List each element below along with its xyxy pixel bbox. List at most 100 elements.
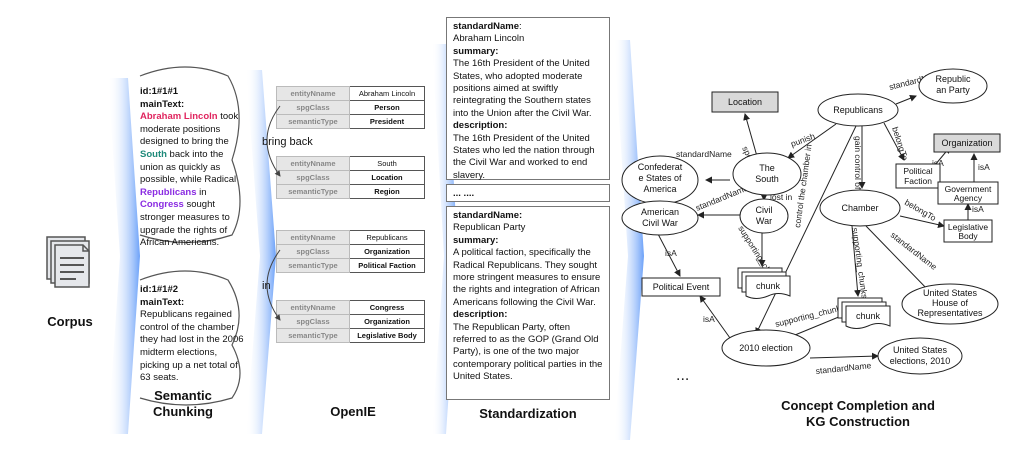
edge-chamber-standardname xyxy=(865,225,931,293)
edge-election-standardname xyxy=(809,352,879,360)
edge-label-lost-in: lost in xyxy=(770,192,792,202)
chunk-1-span: took moderate positions designed to brin… xyxy=(140,111,239,148)
node-republicans-label: Republicans xyxy=(833,105,883,115)
chevron-arrow-1 xyxy=(108,78,140,434)
node-chamber xyxy=(819,189,901,227)
standardized-entity-lincoln: standardName: Abraham Lincoln summary: T… xyxy=(446,17,610,181)
chunk-1-span: sought stronger measures to upgrade the … xyxy=(140,199,230,249)
std-summary: A political faction, specifically the Ra… xyxy=(453,247,601,308)
edge-label-belongto: belongTo xyxy=(903,197,938,223)
node-political-faction xyxy=(895,163,941,189)
edge-republicans-punish-south xyxy=(787,123,837,159)
edge-chamber-belongto xyxy=(899,215,945,229)
chunk-2-id: id:1#1#2 xyxy=(140,284,179,295)
key-semantic-type: semanticType xyxy=(276,258,350,273)
stage-label-line: Chunking xyxy=(153,404,213,419)
node-organization-label: Organization xyxy=(941,138,992,148)
node-label-line: Representatives xyxy=(917,308,983,318)
std-key-name: standardName: xyxy=(453,210,523,221)
kg-ellipsis: ... xyxy=(676,367,689,384)
edge-label-isa: isA xyxy=(932,158,944,168)
node-american-civil-war xyxy=(621,200,699,236)
edge-label-isa: isA xyxy=(703,314,715,324)
edge-label-isa: isA xyxy=(665,248,677,258)
node-label-line: United States xyxy=(923,288,978,298)
edge-republicans-belongto xyxy=(883,122,905,161)
stage-label-line: KG Construction xyxy=(806,414,910,429)
edge-republicans-standardname xyxy=(895,94,917,105)
node-label-line: an Party xyxy=(936,85,970,95)
node-label-line: Civil xyxy=(756,205,773,215)
key-spg-class: spgClass xyxy=(276,170,350,185)
node-label-line: War xyxy=(756,216,772,226)
node-republican-party xyxy=(918,68,988,104)
node-label-line: Body xyxy=(958,231,978,241)
edge-republicans-control-chamber xyxy=(755,125,857,335)
edge-label-isa: isA xyxy=(978,162,990,172)
node-label-line: America xyxy=(643,184,676,194)
node-label-line: American xyxy=(641,207,679,217)
key-semantic-type: semanticType xyxy=(276,184,350,199)
node-label-line: Civil War xyxy=(642,218,678,228)
edge-label-standardname: standardName xyxy=(815,360,872,376)
std-key-name: standardName xyxy=(453,21,519,32)
std-key-description: description: xyxy=(453,309,508,321)
std-name: Republican Party xyxy=(453,222,526,234)
node-location-label: Location xyxy=(728,97,762,107)
key-semantic-type: semanticType xyxy=(276,328,350,343)
stage-label-standardization: Standardization xyxy=(479,406,577,421)
chunk-2-text: id:1#1#2 mainText: Republicans regained … xyxy=(140,284,246,385)
std-name: Abraham Lincoln xyxy=(453,33,525,45)
edge-label-supporting-chunks: supporting_chunks xyxy=(850,227,870,299)
node-us-house xyxy=(901,283,999,325)
edge-label-belongto: belongTo xyxy=(890,126,910,162)
chunk-1-label: mainText: xyxy=(140,98,185,110)
node-label-line: The xyxy=(759,163,775,173)
std-description: The 16th President of the United States … xyxy=(453,132,595,181)
value-semantic-type: Legislative Body xyxy=(349,328,425,343)
chunk-1-span: back into the union as quickly as possib… xyxy=(140,148,237,186)
relation-bring-back-label: bring back xyxy=(262,136,313,148)
relation-in-arc xyxy=(266,249,281,321)
edge-label-isa: isA xyxy=(972,204,984,214)
node-us-elections-2010 xyxy=(877,337,963,375)
standardized-ellipsis: ... .... xyxy=(446,184,610,202)
std-key-summary: summary: xyxy=(453,45,499,57)
node-political-event xyxy=(641,277,721,297)
std-summary: The 16th President of the United States,… xyxy=(453,58,592,119)
std-key-summary: summary: xyxy=(453,234,499,246)
entity-republicans: Republicans xyxy=(140,186,197,198)
node-the-south xyxy=(732,152,802,196)
relation-in-label: in xyxy=(262,280,271,292)
node-legislative-body xyxy=(943,219,993,243)
key-entity-name: entityNname xyxy=(276,86,350,101)
node-label-line: South xyxy=(755,174,779,184)
node-republicans xyxy=(817,93,899,127)
node-chamber-label: Chamber xyxy=(841,203,878,213)
chunk-bracket-1 xyxy=(139,66,241,244)
key-spg-class: spgClass xyxy=(276,100,350,115)
node-label-line: Government xyxy=(945,184,992,194)
node-label-line: United States xyxy=(893,345,948,355)
node-label-line: Republic xyxy=(935,74,971,84)
stage-label-corpus: Corpus xyxy=(47,314,93,329)
node-label-line: Agency xyxy=(954,193,983,203)
chunk-1-text: id:1#1#1 mainText: Abraham Lincoln took … xyxy=(140,86,246,250)
entity-congress: Congress xyxy=(140,199,184,211)
stage-label-line: Concept Completion and xyxy=(781,398,935,413)
chunk-bracket-2 xyxy=(139,270,241,406)
node-chunk-label: chunk xyxy=(856,311,881,321)
value-semantic-type: President xyxy=(349,114,425,129)
node-label-line: Faction xyxy=(904,176,932,186)
node-political-event-label: Political Event xyxy=(653,282,710,292)
chevron-arrow-4 xyxy=(614,40,644,440)
node-label-line: House of xyxy=(932,298,969,308)
stage-label-kg: Concept Completion and KG Construction xyxy=(760,398,956,430)
chunk-1-id: id:1#1#1 xyxy=(140,86,179,97)
chunk-2-body: Republicans regained control of the cham… xyxy=(140,309,244,384)
node-label-line: elections, 2010 xyxy=(890,356,951,366)
